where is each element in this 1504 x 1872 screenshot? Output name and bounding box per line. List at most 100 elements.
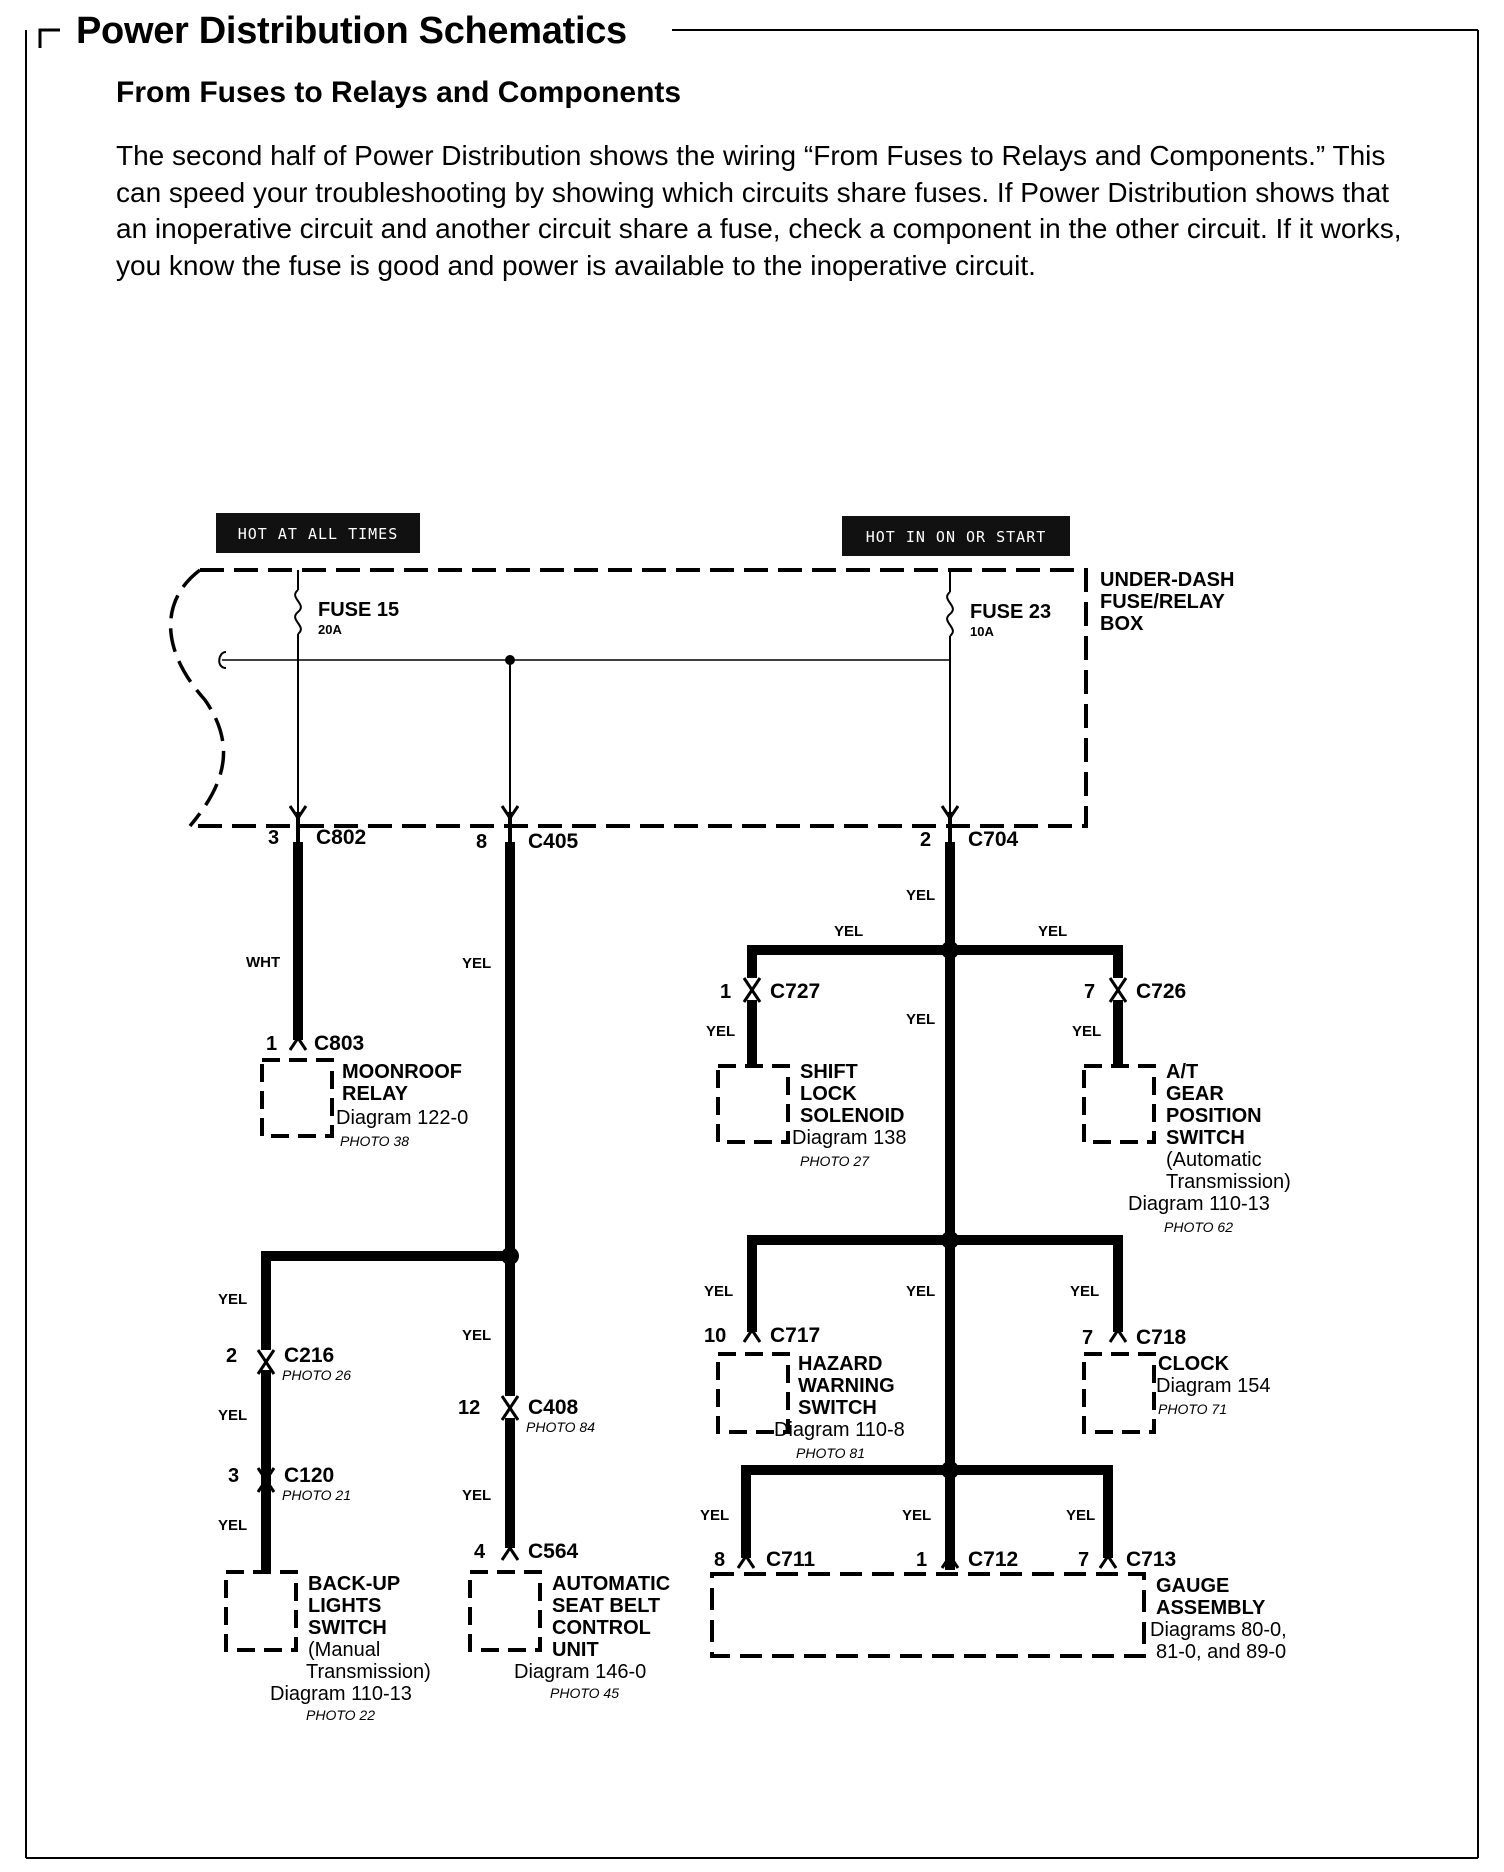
connector-c704: 2 C704 <box>920 804 1019 851</box>
connector-c727: 1 C727 <box>720 976 820 1004</box>
svg-text:MOONROOF: MOONROOF <box>342 1061 462 1083</box>
wire-color-label: YEL <box>700 1507 729 1524</box>
fuse-symbol-icon <box>946 591 954 637</box>
moonroof-relay: MOONROOF RELAY Diagram 122-0 PHOTO 38 <box>260 1058 468 1149</box>
svg-text:Transmission): Transmission) <box>306 1661 431 1683</box>
svg-text:BACK-UP: BACK-UP <box>308 1573 400 1595</box>
fuse-symbol-icon <box>294 589 302 635</box>
svg-text:Diagram 138: Diagram 138 <box>792 1127 907 1149</box>
connector-c405: 8 C405 <box>476 804 579 853</box>
svg-text:BOX: BOX <box>1100 613 1144 635</box>
connector-c712: 1 C712 <box>916 1548 1018 1571</box>
svg-text:CLOCK: CLOCK <box>1158 1353 1230 1375</box>
wire-yel-clock-branch <box>950 1235 1123 1332</box>
svg-text:PHOTO 38: PHOTO 38 <box>340 1133 409 1149</box>
svg-text:PHOTO 62: PHOTO 62 <box>1164 1219 1233 1235</box>
wire-color-label: YEL <box>1072 1023 1101 1040</box>
wire-yel-c711-branch <box>741 1465 950 1558</box>
svg-text:CONTROL: CONTROL <box>552 1617 651 1639</box>
bus-break-icon <box>218 651 227 669</box>
svg-text:Diagram 110-13: Diagram 110-13 <box>1128 1193 1270 1215</box>
svg-text:HOT IN ON OR START: HOT IN ON OR START <box>866 528 1047 546</box>
wire-color-label: YEL <box>906 1011 935 1028</box>
svg-text:PHOTO 45: PHOTO 45 <box>550 1685 619 1701</box>
svg-text:Diagram 154: Diagram 154 <box>1156 1375 1271 1397</box>
wire-yel-hazard-branch <box>747 1235 950 1332</box>
svg-text:C216: C216 <box>284 1344 334 1367</box>
page-title: Power Distribution Schematics <box>74 10 641 53</box>
wire-yel-backup-branch <box>261 1251 510 1350</box>
connector-c803: 1 C803 <box>266 1032 364 1055</box>
intro-paragraph: The second half of Power Distribution sh… <box>116 140 1402 281</box>
svg-text:SWITCH: SWITCH <box>1166 1127 1245 1149</box>
svg-text:GEAR: GEAR <box>1166 1083 1224 1105</box>
svg-text:8: 8 <box>714 1549 725 1571</box>
svg-text:C712: C712 <box>968 1548 1018 1571</box>
svg-text:SWITCH: SWITCH <box>798 1397 877 1419</box>
connector-c711: 8 C711 <box>714 1548 815 1571</box>
svg-text:C727: C727 <box>770 980 820 1003</box>
svg-text:UNDER-DASH: UNDER-DASH <box>1100 569 1234 591</box>
svg-text:C718: C718 <box>1136 1326 1187 1349</box>
svg-text:UNIT: UNIT <box>552 1639 599 1661</box>
svg-text:PHOTO 84: PHOTO 84 <box>526 1419 595 1435</box>
svg-text:PHOTO 22: PHOTO 22 <box>306 1707 375 1723</box>
wire-color-label: YEL <box>834 923 863 940</box>
svg-text:2: 2 <box>920 829 931 851</box>
svg-text:C120: C120 <box>284 1464 334 1487</box>
wire-yel-shiftlock-branch <box>747 945 950 978</box>
svg-text:FUSE 15: FUSE 15 <box>318 599 399 621</box>
svg-text:C405: C405 <box>528 830 579 853</box>
svg-text:AUTOMATIC: AUTOMATIC <box>552 1573 670 1595</box>
wire-color-label: YEL <box>906 887 935 904</box>
svg-text:LOCK: LOCK <box>800 1083 857 1105</box>
connector-c216: 2 C216 PHOTO 26 <box>226 1344 351 1383</box>
svg-text:81-0, and 89-0: 81-0, and 89-0 <box>1156 1641 1286 1663</box>
clock: CLOCK Diagram 154 PHOTO 71 <box>1082 1352 1271 1434</box>
wire-color-label: YEL <box>1070 1283 1099 1300</box>
svg-text:A/T: A/T <box>1166 1061 1198 1083</box>
svg-text:7: 7 <box>1082 1327 1093 1349</box>
wire-color-label: YEL <box>218 1407 247 1424</box>
svg-text:SHIFT: SHIFT <box>800 1061 858 1083</box>
connector-c717: 10 C717 <box>704 1324 820 1347</box>
wire-color-label: WHT <box>246 954 280 971</box>
connector-c718: 7 C718 <box>1082 1326 1187 1349</box>
svg-text:C408: C408 <box>528 1396 579 1419</box>
backup-lights-switch: BACK-UP LIGHTS SWITCH (Manual Transmissi… <box>224 1570 431 1723</box>
svg-text:PHOTO 21: PHOTO 21 <box>282 1487 351 1503</box>
svg-text:12: 12 <box>458 1397 480 1419</box>
svg-text:PHOTO 26: PHOTO 26 <box>282 1367 351 1383</box>
shift-lock-solenoid: SHIFT LOCK SOLENOID Diagram 138 PHOTO 27 <box>716 1061 907 1169</box>
svg-text:PHOTO 71: PHOTO 71 <box>1158 1401 1227 1417</box>
connector-c408: 12 C408 PHOTO 84 <box>458 1394 595 1435</box>
section-subtitle: From Fuses to Relays and Components <box>116 76 682 109</box>
wire-color-label: YEL <box>218 1291 247 1308</box>
svg-text:10: 10 <box>704 1325 726 1347</box>
connector-c564: 4 C564 <box>474 1540 579 1563</box>
svg-text:C802: C802 <box>316 826 366 849</box>
wire-color-label: YEL <box>906 1283 935 1300</box>
hot-in-on-or-start-tag: HOT IN ON OR START <box>842 516 1070 556</box>
fuse-23: FUSE 23 10A <box>946 570 1051 818</box>
seat-belt-control-unit: AUTOMATIC SEAT BELT CONTROL UNIT Diagram… <box>468 1570 670 1701</box>
svg-text:3: 3 <box>228 1465 239 1487</box>
svg-text:2: 2 <box>226 1345 237 1367</box>
svg-text:(Automatic: (Automatic <box>1166 1149 1262 1171</box>
svg-text:C564: C564 <box>528 1540 579 1563</box>
svg-text:1: 1 <box>720 981 731 1003</box>
svg-text:SEAT BELT: SEAT BELT <box>552 1595 660 1617</box>
wire-color-label: YEL <box>902 1507 931 1524</box>
svg-text:8: 8 <box>476 831 487 853</box>
svg-text:ASSEMBLY: ASSEMBLY <box>1156 1597 1266 1619</box>
svg-text:4: 4 <box>474 1541 486 1563</box>
wire-color-label: YEL <box>706 1023 735 1040</box>
svg-text:HAZARD: HAZARD <box>798 1353 882 1375</box>
svg-text:C713: C713 <box>1126 1548 1176 1571</box>
svg-text:FUSE 23: FUSE 23 <box>970 601 1051 623</box>
svg-text:POSITION: POSITION <box>1166 1105 1262 1127</box>
svg-text:Diagram 110-13: Diagram 110-13 <box>270 1683 412 1705</box>
svg-text:Diagram 122-0: Diagram 122-0 <box>336 1107 468 1129</box>
